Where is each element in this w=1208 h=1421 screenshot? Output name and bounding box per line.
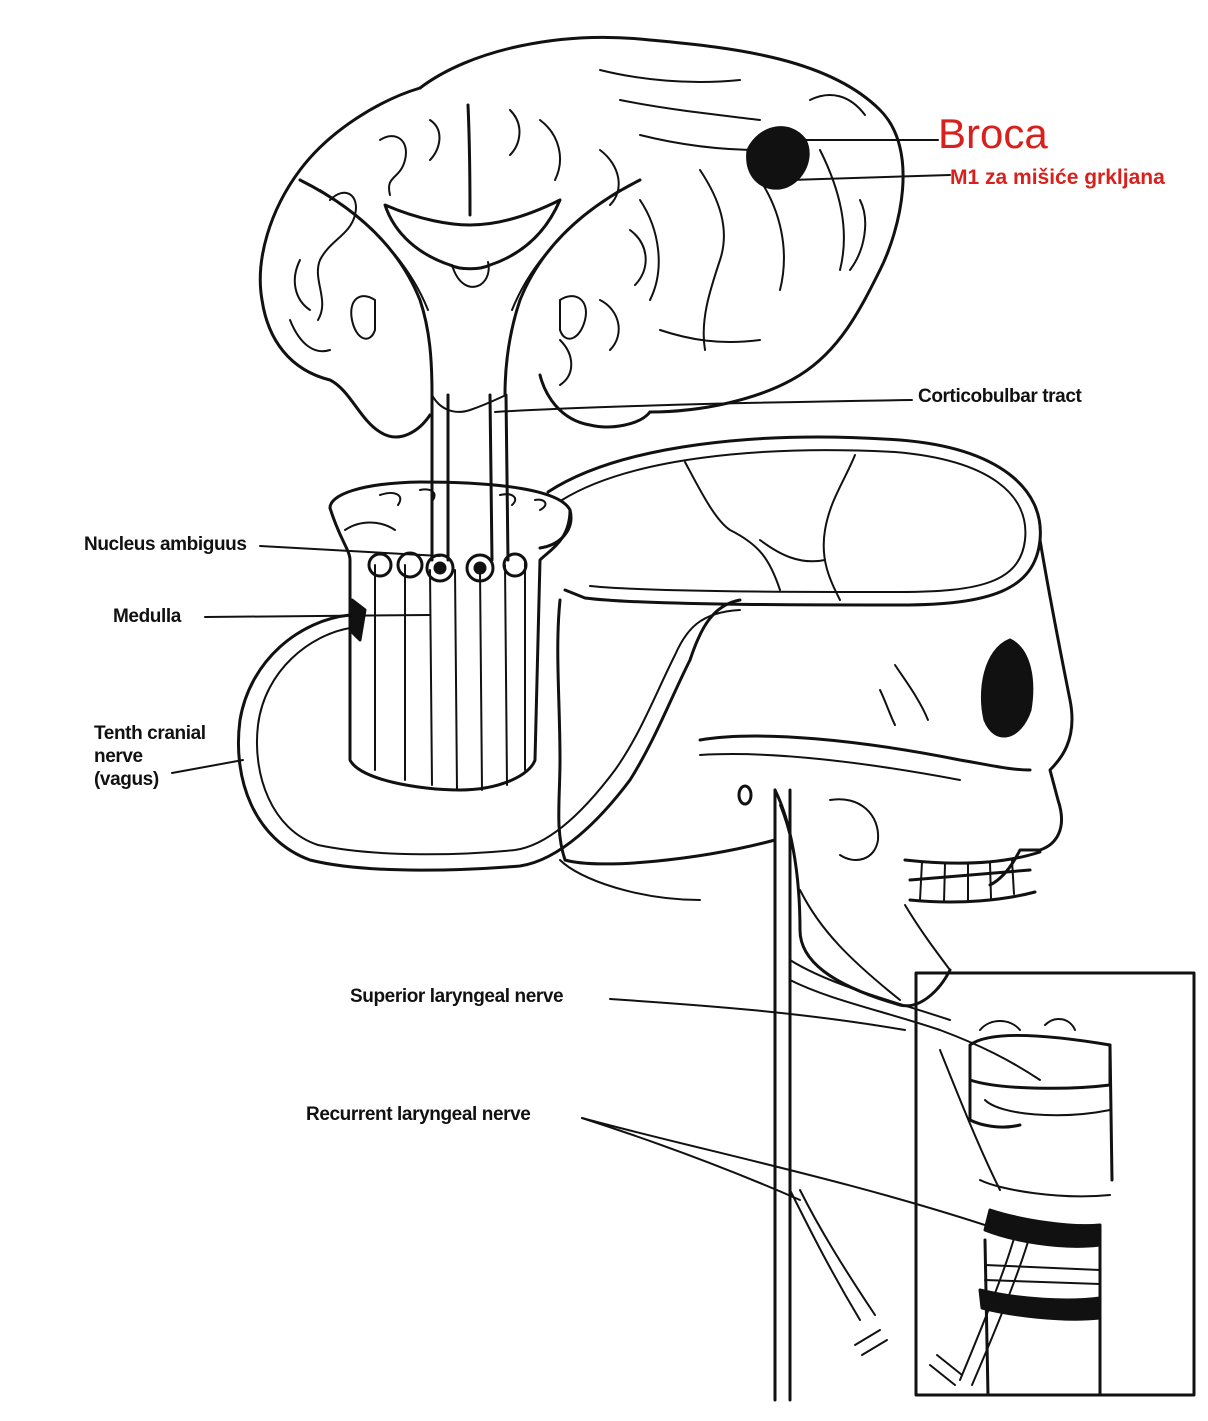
leader-superior (610, 999, 905, 1030)
label-superior-laryngeal-nerve: Superior laryngeal nerve (350, 986, 563, 1007)
label-m1-larynx-muscles: M1 za mišiće grkljana (950, 166, 1165, 190)
brain (260, 37, 912, 560)
leader-recurrent-2 (582, 1118, 800, 1200)
medulla (330, 482, 571, 790)
skull (548, 437, 1072, 1006)
label-tenth-line-2: nerve (94, 745, 206, 768)
label-tenth-cranial-nerve: Tenth cranial nerve (vagus) (94, 722, 206, 791)
label-tenth-line-3: (vagus) (94, 768, 206, 791)
label-corticobulbar-tract: Corticobulbar tract (918, 386, 1081, 407)
leader-medulla (205, 615, 430, 617)
label-broca: Broca (938, 112, 1048, 156)
leader-m1 (790, 175, 950, 180)
label-nucleus-ambiguus: Nucleus ambiguus (84, 534, 247, 555)
label-tenth-line-1: Tenth cranial (94, 722, 206, 745)
label-recurrent-laryngeal-nerve: Recurrent laryngeal nerve (306, 1104, 530, 1125)
leader-lines (172, 140, 1000, 1230)
label-medulla: Medulla (113, 606, 181, 627)
